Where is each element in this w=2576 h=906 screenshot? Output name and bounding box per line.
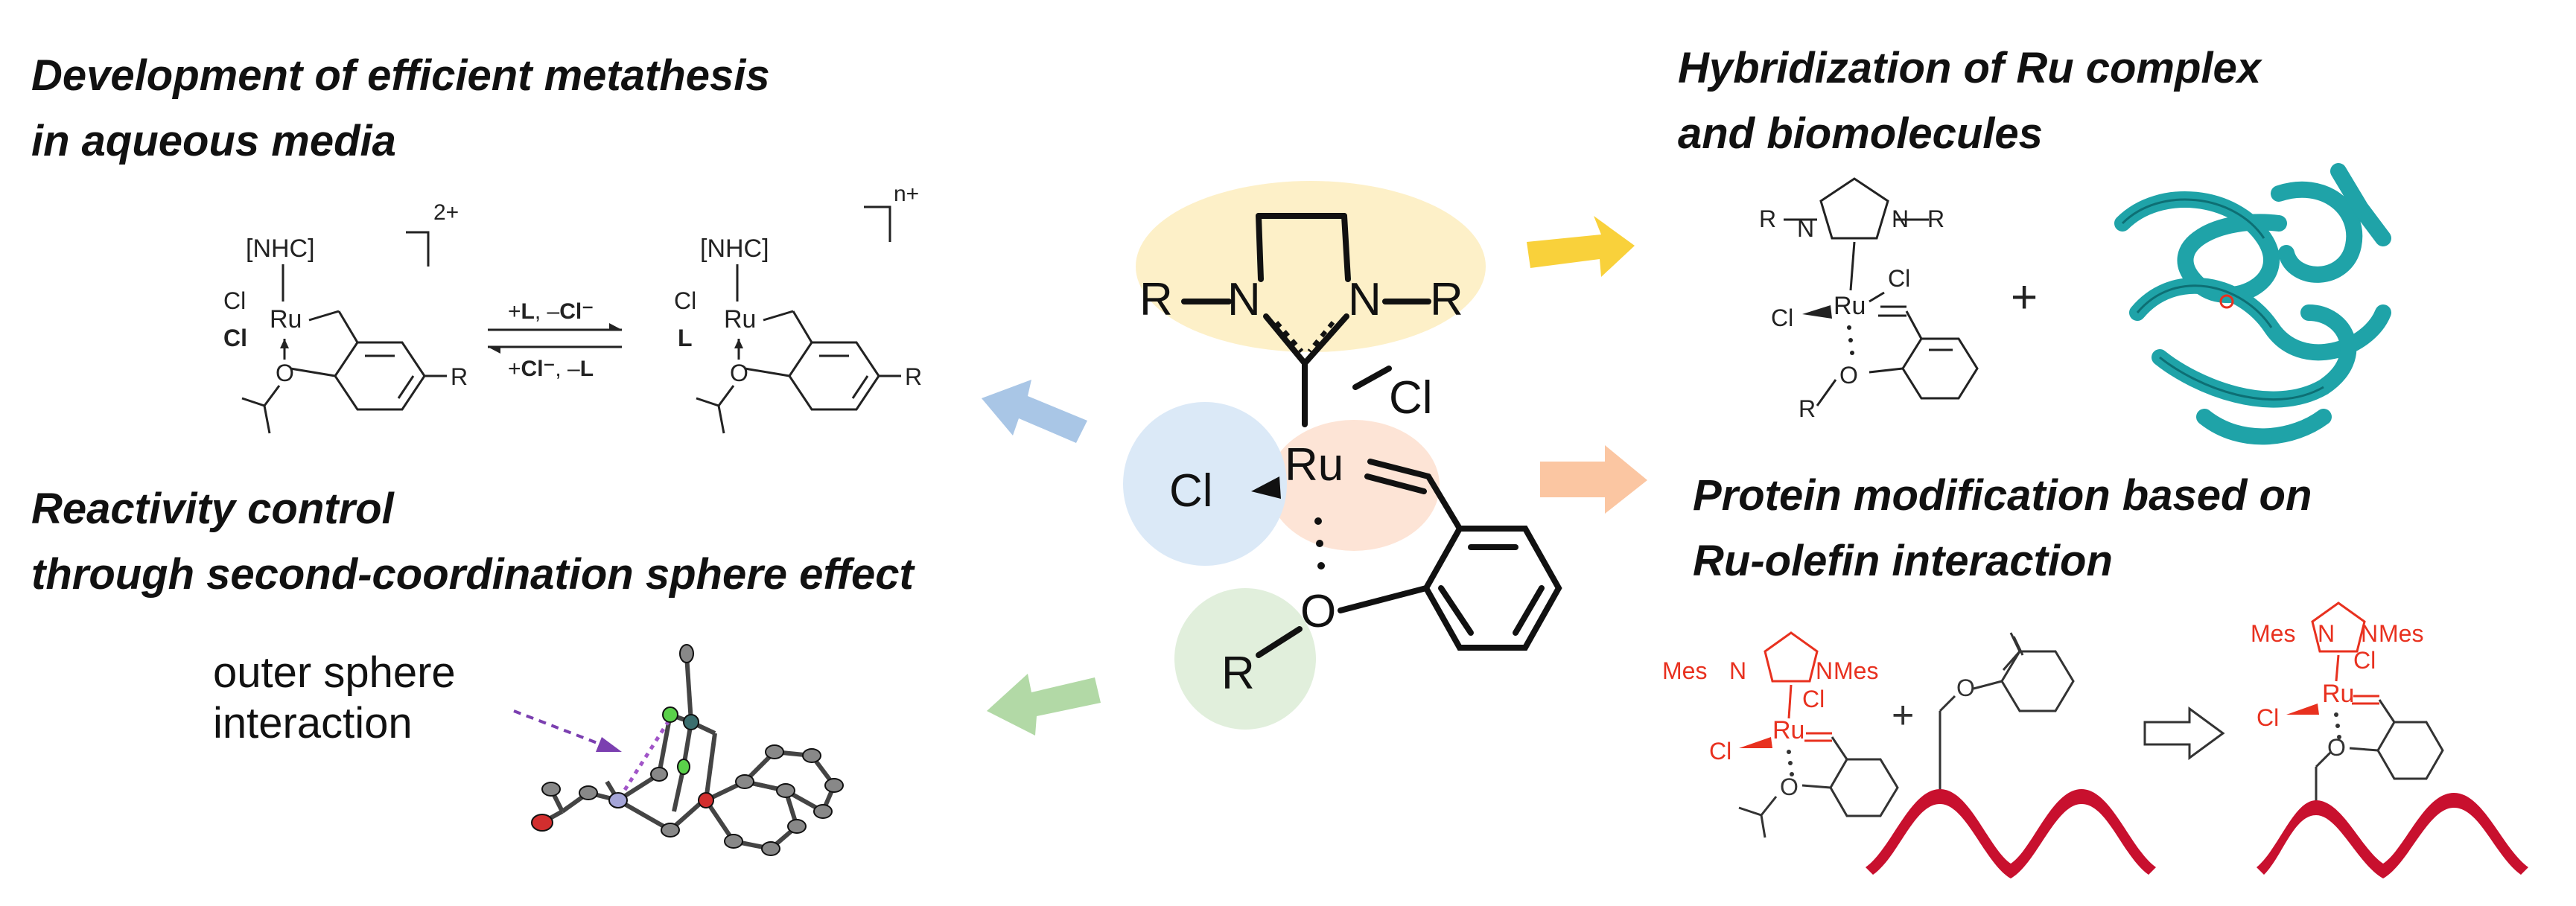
left-cl-1: Cl	[223, 287, 246, 314]
nhc-n-right: N	[1348, 274, 1381, 325]
br-left-mes-1: Mes	[1662, 657, 1707, 684]
ru-highlight	[1268, 420, 1440, 551]
br-right-mes-1: Mes	[2251, 620, 2295, 647]
left-o: O	[276, 360, 294, 386]
nhc-n-left: N	[1227, 274, 1261, 325]
heading-aqueous-line1: Development of efficient metathesis	[31, 51, 770, 100]
center-ru: Ru	[1285, 439, 1343, 491]
outer-sphere-label-line1: outer sphere	[213, 648, 456, 697]
nhc-r-right: R	[1430, 274, 1463, 325]
nhc-highlight	[1136, 181, 1486, 352]
hyb-cl-left: Cl	[1771, 304, 1793, 331]
hyb-n-right: N	[1892, 205, 1909, 232]
br-right-cl-top: Cl	[2353, 647, 2376, 674]
br-right-mes-2: Mes	[2379, 620, 2423, 647]
center-cl-top: Cl	[1389, 372, 1433, 424]
dna-ribbon-left	[1866, 789, 2156, 878]
right-ru: Ru	[724, 305, 756, 334]
br-left-n-1: N	[1729, 657, 1746, 684]
br-left-cl: Cl	[1709, 738, 1731, 765]
forward-condition: +L, –Cl⁻	[508, 299, 594, 324]
br-left-ru: Ru	[1772, 716, 1804, 744]
br-left-mes-2: Mes	[1834, 657, 1878, 684]
br-left-o: O	[1780, 773, 1799, 800]
ether-highlight	[1174, 588, 1316, 730]
charge-2plus: 2+	[433, 200, 459, 225]
right-r: R	[905, 363, 922, 390]
hyb-ru: Ru	[1834, 292, 1866, 320]
hyb-o: O	[1839, 362, 1858, 389]
center-cl-left: Cl	[1169, 465, 1213, 517]
heading-reactivity-line1: Reactivity control	[31, 485, 394, 533]
hyb-r-left: R	[1759, 205, 1776, 232]
br-plus: +	[1892, 694, 1914, 737]
outer-sphere-label-line2: interaction	[213, 699, 413, 747]
center-o: O	[1300, 586, 1336, 637]
charge-nplus: n+	[894, 182, 919, 206]
yellow-arrow	[1527, 216, 1635, 277]
left-r: R	[451, 363, 468, 390]
orange-arrow	[1540, 445, 1647, 514]
br-right-n-2: N	[2361, 620, 2378, 647]
br-mid-o: O	[1956, 674, 1975, 701]
hyb-r-ether: R	[1799, 395, 1816, 422]
cl-highlight	[1123, 402, 1287, 566]
br-left-n-2: N	[1816, 657, 1833, 684]
nhc-r-left: R	[1139, 274, 1173, 325]
heading-reactivity-line2: through second-coordination sphere effec…	[31, 550, 914, 599]
dna-ribbon-right	[2257, 793, 2528, 878]
right-cl: Cl	[674, 287, 696, 314]
br-right-cl: Cl	[2257, 704, 2279, 731]
reaction-arrow	[2143, 706, 2225, 760]
center-r-ether: R	[1221, 648, 1255, 699]
heading-hybridization-line1: Hybridization of Ru complex	[1678, 44, 2262, 92]
heading-protein-mod-line1: Protein modification based on	[1693, 471, 2312, 520]
br-left-cl-top: Cl	[1802, 686, 1825, 712]
blue-arrow	[982, 380, 1087, 443]
heading-hybridization-line2: and biomolecules	[1678, 109, 2043, 158]
heading-aqueous-line2: in aqueous media	[31, 117, 396, 165]
green-arrow	[987, 674, 1101, 736]
hyb-r-right: R	[1927, 205, 1944, 232]
hyb-cl-top: Cl	[1888, 265, 1910, 292]
reverse-condition: +Cl⁻, –L	[508, 357, 594, 381]
heading-protein-mod-line2: Ru-olefin interaction	[1693, 537, 2113, 585]
br-right-n-1: N	[2318, 620, 2335, 647]
right-o: O	[730, 360, 748, 386]
left-ru: Ru	[270, 305, 302, 334]
right-l: L	[678, 325, 693, 351]
left-cl-2: Cl	[223, 325, 247, 351]
hyb-n-left: N	[1797, 215, 1814, 242]
right-nhc: [NHC]	[700, 235, 769, 263]
left-nhc: [NHC]	[246, 235, 315, 263]
br-right-ru: Ru	[2322, 680, 2354, 708]
hyb-plus: +	[2011, 272, 2038, 323]
br-right-o: O	[2327, 734, 2346, 761]
